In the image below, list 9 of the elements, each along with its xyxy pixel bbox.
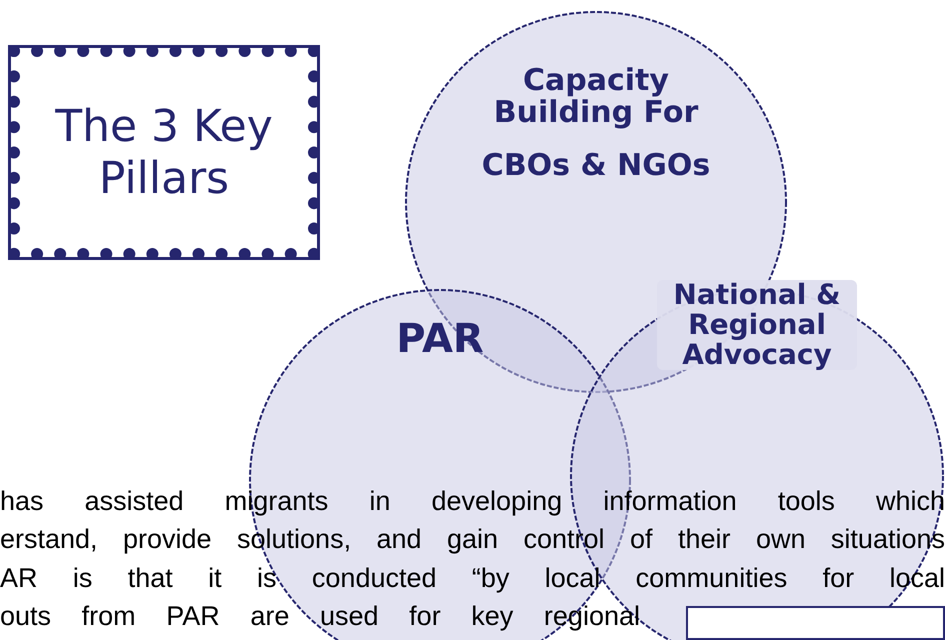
body-text-line: has assisted migrants in developing information tools which bbox=[0, 485, 945, 517]
circle-label: Capacity Building For bbox=[492, 65, 700, 129]
body-text-line: AR is that it is conducted “by local communities for local bbox=[0, 562, 945, 594]
title-frame bbox=[8, 45, 320, 260]
circle-label: PAR bbox=[395, 318, 485, 360]
circle-label: CBOs & NGOs bbox=[480, 150, 712, 182]
body-text-line: erstand, provide solutions, and gain control of their own situations bbox=[0, 523, 945, 555]
circle-label: National & Regional Advocacy bbox=[657, 280, 857, 370]
title-text: The 3 Key Pillars bbox=[54, 100, 274, 204]
